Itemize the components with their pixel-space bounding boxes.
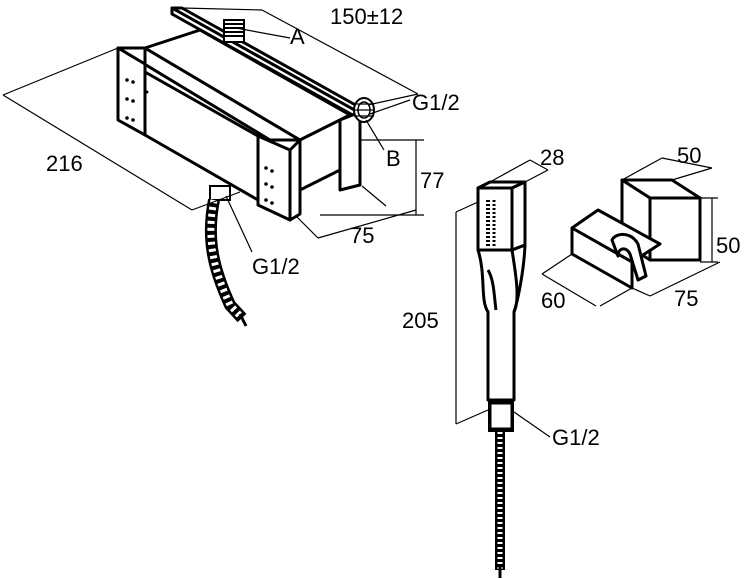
- label-depth-75: 75: [350, 223, 374, 248]
- label-callout-a: A: [290, 24, 305, 49]
- holder-dimensions: [541, 157, 721, 307]
- label-thread-right: G1/2: [412, 90, 460, 115]
- shower-head-side: [510, 180, 527, 252]
- shower-holder: [570, 178, 702, 290]
- label-holder-width: 75: [674, 286, 698, 311]
- hose: [204, 198, 248, 327]
- thread-connector-a: [223, 19, 245, 43]
- spray-nozzles: [486, 200, 496, 248]
- thread-connector-b: [353, 97, 375, 123]
- right-cap: [256, 134, 292, 222]
- control-dots-right: [264, 166, 274, 205]
- label-holder-depth: 60: [541, 288, 565, 313]
- label-top-width: 150±12: [330, 4, 403, 29]
- label-handshower-width: 28: [540, 145, 564, 170]
- handle-side: [511, 243, 527, 313]
- label-holder-height: 50: [716, 233, 740, 258]
- shower-handle: [476, 248, 519, 402]
- label-thread-bottom: G1/2: [252, 254, 300, 279]
- left-cap: [116, 46, 147, 137]
- shower-dimensions: [455, 159, 551, 438]
- holder-clip: [610, 233, 648, 282]
- hand-shower: [476, 180, 527, 578]
- label-height-77: 77: [420, 168, 444, 193]
- label-handshower-thread: G1/2: [552, 425, 600, 450]
- handle-contour: [486, 269, 498, 311]
- right-cap-side: [288, 138, 302, 222]
- label-handshower-length: 205: [402, 308, 439, 333]
- bracket-right: [338, 110, 362, 192]
- label-callout-b: B: [386, 146, 401, 171]
- control-dots-left: [125, 78, 149, 122]
- mixer-dimensions: [2, 7, 424, 253]
- mixer-assembly: [116, 6, 375, 327]
- label-length-216: 216: [46, 151, 83, 176]
- label-holder-top: 50: [677, 143, 701, 168]
- holder-back-front: [648, 196, 702, 262]
